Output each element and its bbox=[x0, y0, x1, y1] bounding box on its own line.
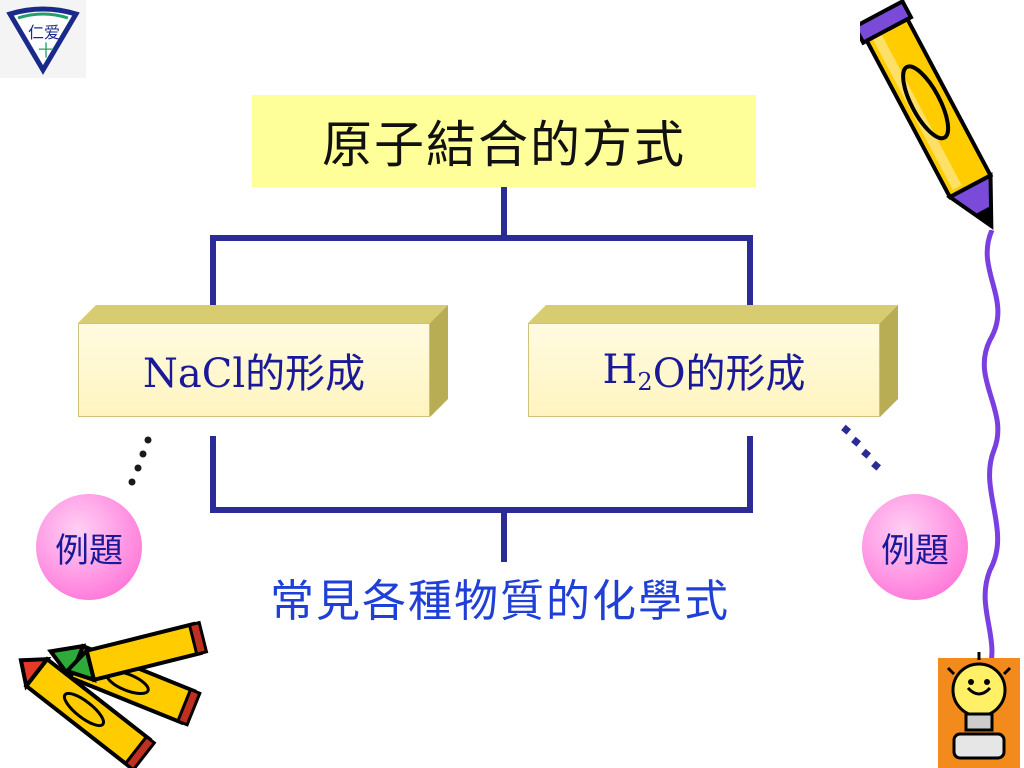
chemical-formula-caption[interactable]: 常見各種物質的化學式 bbox=[270, 576, 730, 627]
logo-text-top: 仁爱 bbox=[28, 23, 60, 42]
example-button-left[interactable]: 例題 bbox=[36, 494, 142, 600]
diagram-title: 原子結合的方式 bbox=[252, 95, 756, 187]
example-button-right[interactable]: 例題 bbox=[862, 494, 968, 600]
nacl-formation-box[interactable]: NaCl的形成 bbox=[78, 305, 448, 417]
crayons-icon bbox=[18, 620, 209, 768]
nacl-formation-label: NaCl的形成 bbox=[78, 323, 430, 417]
logo-text-bottom: 十 bbox=[38, 41, 54, 60]
school-logo: 仁爱 十 bbox=[0, 0, 86, 78]
lightbulb-icon bbox=[938, 652, 1020, 768]
squiggle-line bbox=[981, 230, 1001, 682]
h2o-subscript: 2 bbox=[637, 368, 653, 396]
pencil-icon bbox=[860, 0, 994, 230]
h2o-prefix: H bbox=[602, 347, 638, 393]
box-bevel bbox=[528, 305, 898, 417]
box-bevel bbox=[78, 305, 448, 417]
h2o-suffix: O的形成 bbox=[652, 351, 806, 397]
